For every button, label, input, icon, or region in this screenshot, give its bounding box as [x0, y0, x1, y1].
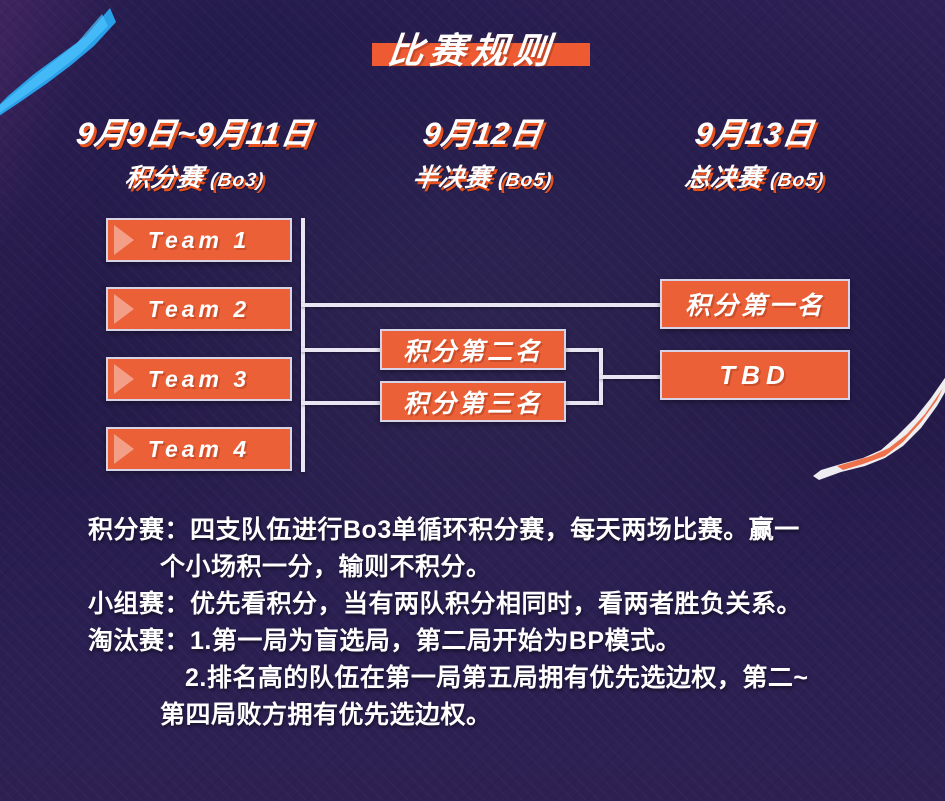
bracket-team-box[interactable]: Team 4: [106, 427, 292, 471]
bracket-branch-to-first: [301, 303, 661, 307]
bracket-merge-top-line: [565, 348, 603, 352]
bracket-team-box[interactable]: Team 2: [106, 287, 292, 331]
team-label: Team 3: [147, 365, 251, 392]
team-label: Team 2: [147, 295, 251, 322]
bracket-final-box-first[interactable]: 积分第一名: [660, 279, 850, 329]
bracket-semifinal-box-second[interactable]: 积分第二名: [380, 329, 566, 370]
rule-line: 淘汰赛：1.第一局为盲选局，第二局开始为BP模式。: [88, 627, 682, 655]
title-banner: [372, 43, 590, 66]
rule-line: 第四局败方拥有优先选边权。: [160, 701, 492, 729]
semifinal-label: 积分第二名: [402, 337, 543, 366]
page-title: 比赛规则: [0, 22, 945, 74]
chevron-right-icon: [114, 434, 134, 464]
bracket-branch-to-third: [301, 401, 381, 405]
team-label: Team 4: [147, 435, 251, 462]
bracket-branch-to-second: [301, 348, 381, 352]
rules-text-block: 积分赛：四支队伍进行Bo3单循环积分赛，每天两场比赛。赢一 个小场积一分，输则不…: [0, 512, 945, 734]
bracket-semifinal-box-third[interactable]: 积分第三名: [380, 381, 566, 422]
rule-line: 个小场积一分，输则不积分。: [160, 553, 492, 581]
bracket-merge-bottom-line: [565, 401, 603, 405]
semifinal-label: 积分第三名: [402, 389, 543, 418]
team-label: Team 1: [147, 226, 251, 253]
bracket-team-box[interactable]: Team 3: [106, 357, 292, 401]
bracket-team-box[interactable]: Team 1: [106, 218, 292, 262]
tournament-bracket: Team 1 Team 2 Team 3 Team 4 积分第二名 积分第三名 …: [106, 218, 850, 472]
bracket-final-box-tbd[interactable]: TBD: [660, 350, 850, 400]
bracket-branch-to-tbd: [599, 375, 661, 379]
final-label: TBD: [719, 359, 791, 390]
chevron-right-icon: [114, 294, 134, 324]
rule-line: 积分赛：四支队伍进行Bo3单循环积分赛，每天两场比赛。赢一: [88, 516, 800, 544]
rule-line: 小组赛：优先看积分，当有两队积分相同时，看两者胜负关系。: [88, 590, 803, 618]
bracket-spine-line: [301, 218, 305, 472]
chevron-right-icon: [114, 364, 134, 394]
rule-line: 2.排名高的队伍在第一局第五局拥有优先选边权，第二~: [185, 664, 809, 692]
chevron-right-icon: [114, 225, 134, 255]
final-label: 积分第一名: [684, 292, 825, 320]
